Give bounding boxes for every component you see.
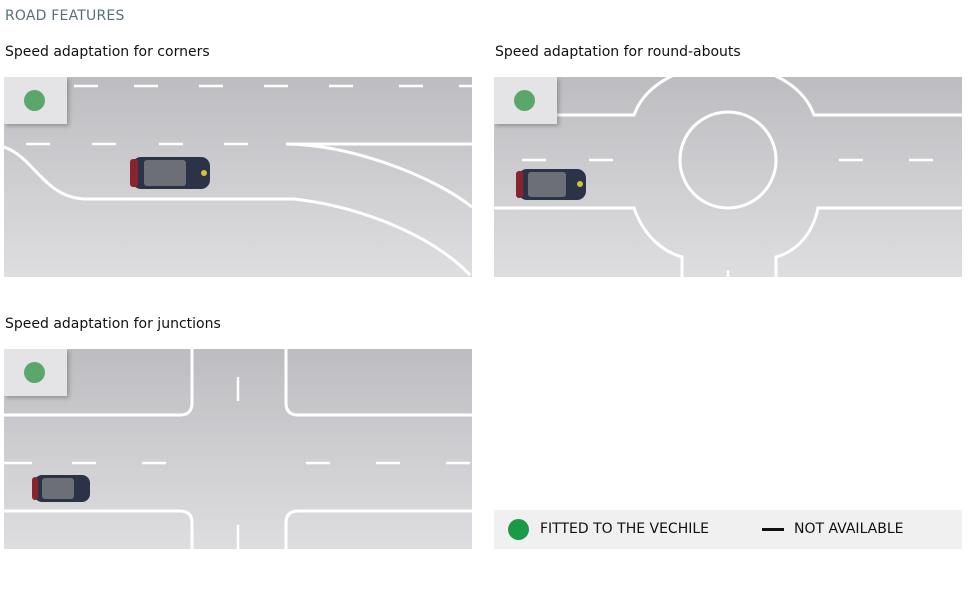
- status-box-corners: [4, 77, 67, 124]
- green-dot-icon: [514, 90, 535, 111]
- feature-title-corners: Speed adaptation for corners: [5, 44, 210, 60]
- legend: FITTED TO THE VECHILE NOT AVAILABLE: [494, 510, 962, 549]
- green-dot-icon: [24, 362, 45, 383]
- legend-not-available-label: NOT AVAILABLE: [794, 521, 904, 537]
- status-box-roundabouts: [494, 77, 557, 124]
- dash-icon: [762, 528, 784, 531]
- car-icon: [516, 169, 586, 200]
- junctions-road-svg: [4, 349, 472, 549]
- corners-road-svg: [4, 77, 472, 277]
- roundabouts-illustration: [494, 77, 962, 277]
- corners-illustration: [4, 77, 472, 277]
- green-dot-icon: [508, 519, 529, 540]
- car-icon: [130, 157, 210, 189]
- green-dot-icon: [24, 90, 45, 111]
- car-icon: [32, 475, 90, 502]
- junctions-illustration: [4, 349, 472, 549]
- feature-title-roundabouts: Speed adaptation for round-abouts: [495, 44, 741, 60]
- section-title: ROAD FEATURES: [5, 8, 125, 24]
- roundabouts-road-svg: [494, 77, 962, 277]
- legend-fitted-label: FITTED TO THE VECHILE: [540, 521, 710, 537]
- status-box-junctions: [4, 349, 67, 396]
- feature-title-junctions: Speed adaptation for junctions: [5, 316, 221, 332]
